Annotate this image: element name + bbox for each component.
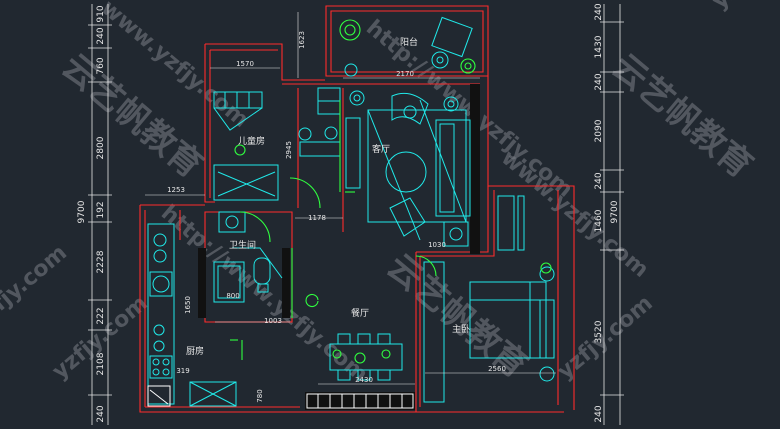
watermark-url-right-top: yzfjy — [708, 0, 769, 15]
plants-and-doors — [230, 19, 552, 364]
dim-left-6: 2228 — [96, 250, 106, 273]
right-dimension-labels: 240 1430 240 2090 240 1460 3520 240 9700 — [594, 3, 620, 422]
watermark-url-right-mid: www.yzfjy.com — [496, 145, 653, 282]
dim-hall-width: 1178 — [308, 214, 326, 222]
watermark-url-right-bottom: yzfjy.com — [553, 291, 658, 385]
dim-kitchen-depth: 1650 — [184, 296, 192, 314]
thick-walls — [198, 84, 480, 410]
dim-right-total: 9700 — [610, 200, 620, 223]
dim-kitchen-small: 319 — [176, 367, 189, 375]
dim-door-width: 780 — [256, 389, 264, 402]
watermark-cn-right: 云艺帆教育 — [604, 46, 760, 186]
dim-right-2: 1430 — [594, 35, 604, 58]
room-label-master: 主卧 — [452, 323, 470, 335]
watermark-url-left: http://www.yzfjy.com — [156, 200, 372, 387]
room-label-kitchen: 厨房 — [186, 345, 204, 357]
dim-dining-width: 2430 — [355, 376, 373, 384]
room-labels: 阳台 儿童房 客厅 卫生间 餐厅 厨房 主卧 — [186, 36, 470, 357]
left-dimension-labels: 910 240 760 2800 192 2228 222 2108 240 9… — [77, 5, 106, 422]
dim-left-total: 9700 — [77, 200, 87, 223]
dim-kids-width: 1570 — [236, 60, 254, 68]
dim-right-1: 240 — [594, 3, 604, 20]
room-label-dining: 餐厅 — [351, 307, 369, 319]
dim-left-3: 760 — [96, 57, 106, 74]
walls — [139, 5, 575, 413]
dim-balcony-width: 2170 — [396, 70, 414, 78]
dim-left-5: 192 — [96, 201, 106, 218]
dim-right-8: 240 — [594, 405, 604, 422]
inner-dimension-labels: 1570 2170 1623 2945 1253 1178 1030 800 1… — [167, 31, 506, 403]
room-label-balcony: 阳台 — [400, 36, 418, 48]
dim-kids-height: 2945 — [285, 141, 293, 159]
room-label-kids: 儿童房 — [238, 135, 265, 147]
watermarks: 云艺帆教育 云艺帆教育 云艺帆教育 www.yzfjy.com http://w… — [0, 0, 769, 388]
watermark-url-left-bottom: fjy.com — [0, 240, 72, 316]
dim-left-4: 2800 — [96, 136, 106, 159]
dim-bath-small: 800 — [226, 292, 239, 300]
inner-dimension-lines — [145, 12, 556, 385]
dim-right-4: 2090 — [594, 119, 604, 142]
dim-bedroom-width: 2560 — [488, 365, 506, 373]
room-label-living: 客厅 — [372, 143, 390, 155]
right-dimension-bar — [600, 4, 624, 425]
dim-balcony-depth: 1623 — [298, 31, 306, 49]
dim-bath-offset: 1253 — [167, 186, 185, 194]
dim-left-2: 240 — [96, 27, 106, 44]
room-label-bathroom: 卫生间 — [229, 239, 256, 251]
dim-right-6: 1460 — [594, 209, 604, 232]
furniture — [147, 16, 555, 407]
dim-right-3: 240 — [594, 73, 604, 90]
dim-left-8: 2108 — [96, 352, 106, 375]
dim-right-5: 240 — [594, 172, 604, 189]
dim-living-gap: 1030 — [428, 241, 446, 249]
dim-left-1: 910 — [96, 5, 106, 22]
white-fixtures — [147, 385, 414, 409]
dim-left-9: 240 — [96, 405, 106, 422]
dim-left-7: 222 — [96, 307, 106, 324]
watermark-cn-center: 云艺帆教育 — [379, 246, 535, 386]
left-dimension-bar — [88, 4, 112, 425]
dim-right-7: 3520 — [594, 320, 604, 343]
dim-bath-width: 1003 — [264, 317, 282, 325]
